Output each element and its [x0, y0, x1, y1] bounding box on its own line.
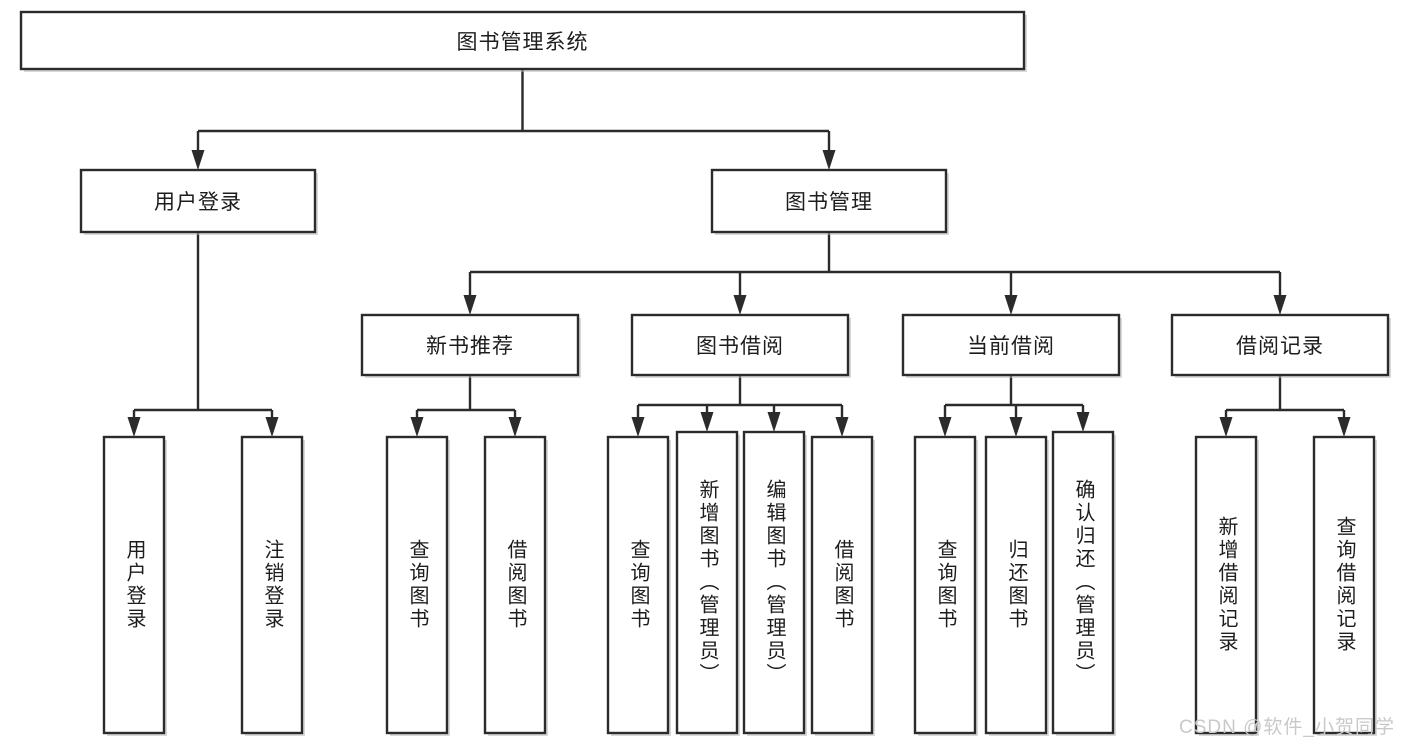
- arrow-head-leaf-query-borrow-record: [1337, 417, 1351, 437]
- arrow-head-book-manage: [822, 150, 836, 170]
- arrow-head-current-borrow: [1004, 295, 1018, 315]
- node-box-leaf-edit-book-admin[interactable]: [742, 430, 806, 735]
- node-box-root[interactable]: [19, 10, 1026, 71]
- arrow-head-leaf-query-book-rec: [410, 417, 424, 437]
- node-box-new-book-recommend[interactable]: [360, 313, 580, 377]
- arrow-head-leaf-user-login: [127, 417, 141, 437]
- node-boxes: [19, 10, 1391, 736]
- arrow-head-book-borrow: [733, 295, 747, 315]
- node-box-book-borrow[interactable]: [630, 313, 850, 377]
- node-box-leaf-borrow-book-rec[interactable]: [483, 435, 547, 735]
- node-box-borrow-record[interactable]: [1170, 313, 1390, 377]
- arrow-head-leaf-logout: [265, 417, 279, 437]
- arrow-head-user-login: [191, 150, 205, 170]
- node-box-leaf-confirm-return-admin[interactable]: [1051, 430, 1115, 735]
- node-box-leaf-add-borrow-record[interactable]: [1194, 435, 1258, 735]
- arrow-head-leaf-confirm-return-admin: [1076, 412, 1090, 432]
- node-box-leaf-query-borrow-record[interactable]: [1312, 435, 1376, 735]
- arrow-head-leaf-return-book: [1009, 417, 1023, 437]
- node-box-book-manage[interactable]: [710, 168, 948, 234]
- node-box-leaf-return-book[interactable]: [984, 435, 1048, 735]
- arrow-head-leaf-borrow-book: [835, 417, 849, 437]
- node-box-current-borrow[interactable]: [901, 313, 1121, 377]
- arrow-head-leaf-query-book-current: [938, 417, 952, 437]
- node-box-leaf-user-login[interactable]: [102, 435, 166, 735]
- arrow-head-leaf-borrow-book-rec: [508, 417, 522, 437]
- arrow-head-new-book-recommend: [463, 295, 477, 315]
- connector-lines: [127, 69, 1351, 437]
- node-box-leaf-query-book-rec[interactable]: [385, 435, 449, 735]
- arrow-head-leaf-add-borrow-record: [1219, 417, 1233, 437]
- node-box-leaf-logout[interactable]: [240, 435, 304, 735]
- arrow-head-leaf-query-book-borrow: [631, 417, 645, 437]
- arrow-head-leaf-add-book-admin: [700, 412, 714, 432]
- node-box-leaf-query-book-current[interactable]: [913, 435, 977, 735]
- node-box-leaf-query-book-borrow[interactable]: [606, 435, 670, 735]
- arrow-head-leaf-edit-book-admin: [767, 412, 781, 432]
- node-box-leaf-add-book-admin[interactable]: [675, 430, 739, 735]
- arrow-head-borrow-record: [1273, 295, 1287, 315]
- node-box-user-login[interactable]: [79, 168, 317, 234]
- node-box-leaf-borrow-book[interactable]: [810, 435, 874, 735]
